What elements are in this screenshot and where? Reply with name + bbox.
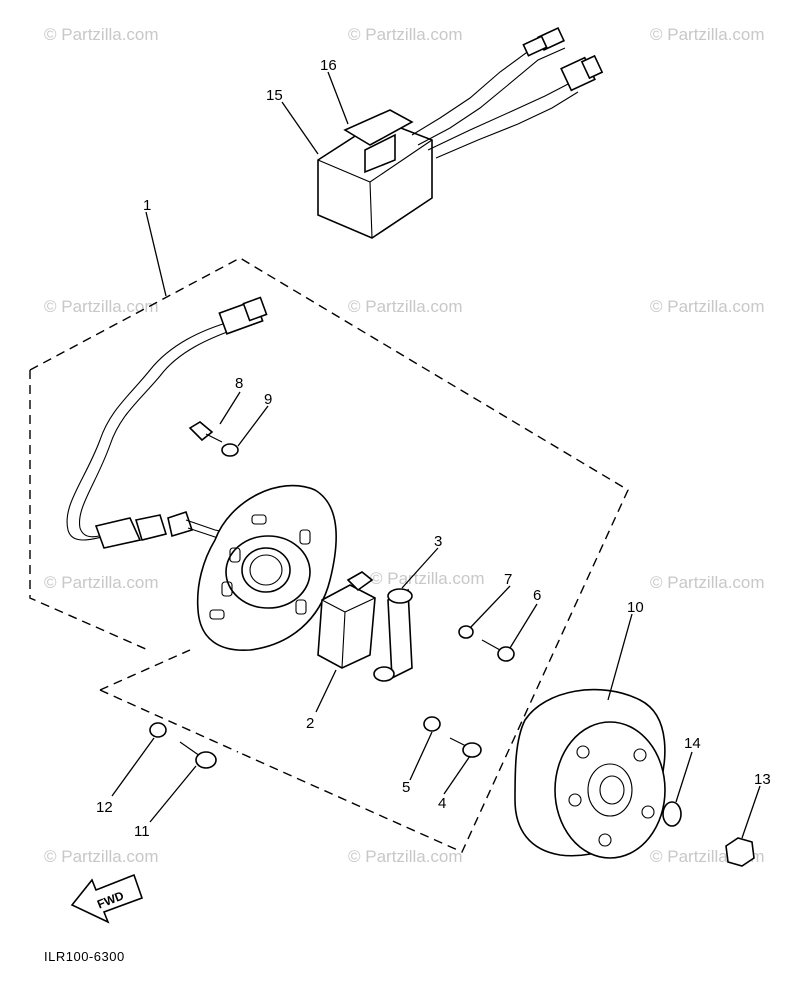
watermark: © Partzilla.com [44, 573, 159, 592]
watermarks: © Partzilla.com © Partzilla.com © Partzi… [44, 25, 765, 866]
callout-6: 6 [533, 587, 541, 604]
watermark: © Partzilla.com [44, 25, 159, 44]
callout-7: 7 [504, 571, 512, 588]
callout-15: 15 [266, 87, 283, 104]
callout-2: 2 [306, 715, 314, 732]
callout-3: 3 [434, 533, 442, 550]
callout-13: 13 [754, 771, 771, 788]
watermark: © Partzilla.com [650, 25, 765, 44]
callout-16: 16 [320, 57, 337, 74]
callout-9: 9 [264, 391, 272, 408]
fwd-arrow: FWD [70, 873, 144, 924]
flywheel-rotor [514, 688, 666, 859]
hardware [149, 421, 755, 867]
watermark: © Partzilla.com [348, 847, 463, 866]
callout-1: 1 [143, 197, 151, 214]
watermark: © Partzilla.com [348, 25, 463, 44]
stator-plate [196, 484, 338, 651]
callout-11: 11 [134, 823, 150, 840]
diagram-code: ILR100-6300 [44, 949, 125, 964]
callouts: 1 2 3 4 5 6 7 8 9 10 11 12 13 14 15 16 [96, 57, 771, 840]
watermark: © Partzilla.com [650, 297, 765, 316]
callout-8: 8 [235, 375, 243, 392]
callout-4: 4 [438, 795, 446, 812]
leader-lines [111, 71, 761, 839]
assembly-boundary [29, 257, 629, 853]
callout-10: 10 [627, 599, 644, 616]
watermark: © Partzilla.com [650, 573, 765, 592]
callout-5: 5 [402, 779, 410, 796]
watermark: © Partzilla.com [348, 297, 463, 316]
pulser-coil [317, 571, 376, 669]
watermark: © Partzilla.com [44, 847, 159, 866]
callout-12: 12 [96, 799, 113, 816]
callout-14: 14 [684, 735, 701, 752]
watermark: © Partzilla.com [44, 297, 159, 316]
watermark: © Partzilla.com [370, 569, 485, 588]
assembly-boundary-lower [99, 649, 239, 753]
cdi-unit [317, 26, 604, 239]
source-coil [373, 588, 413, 682]
